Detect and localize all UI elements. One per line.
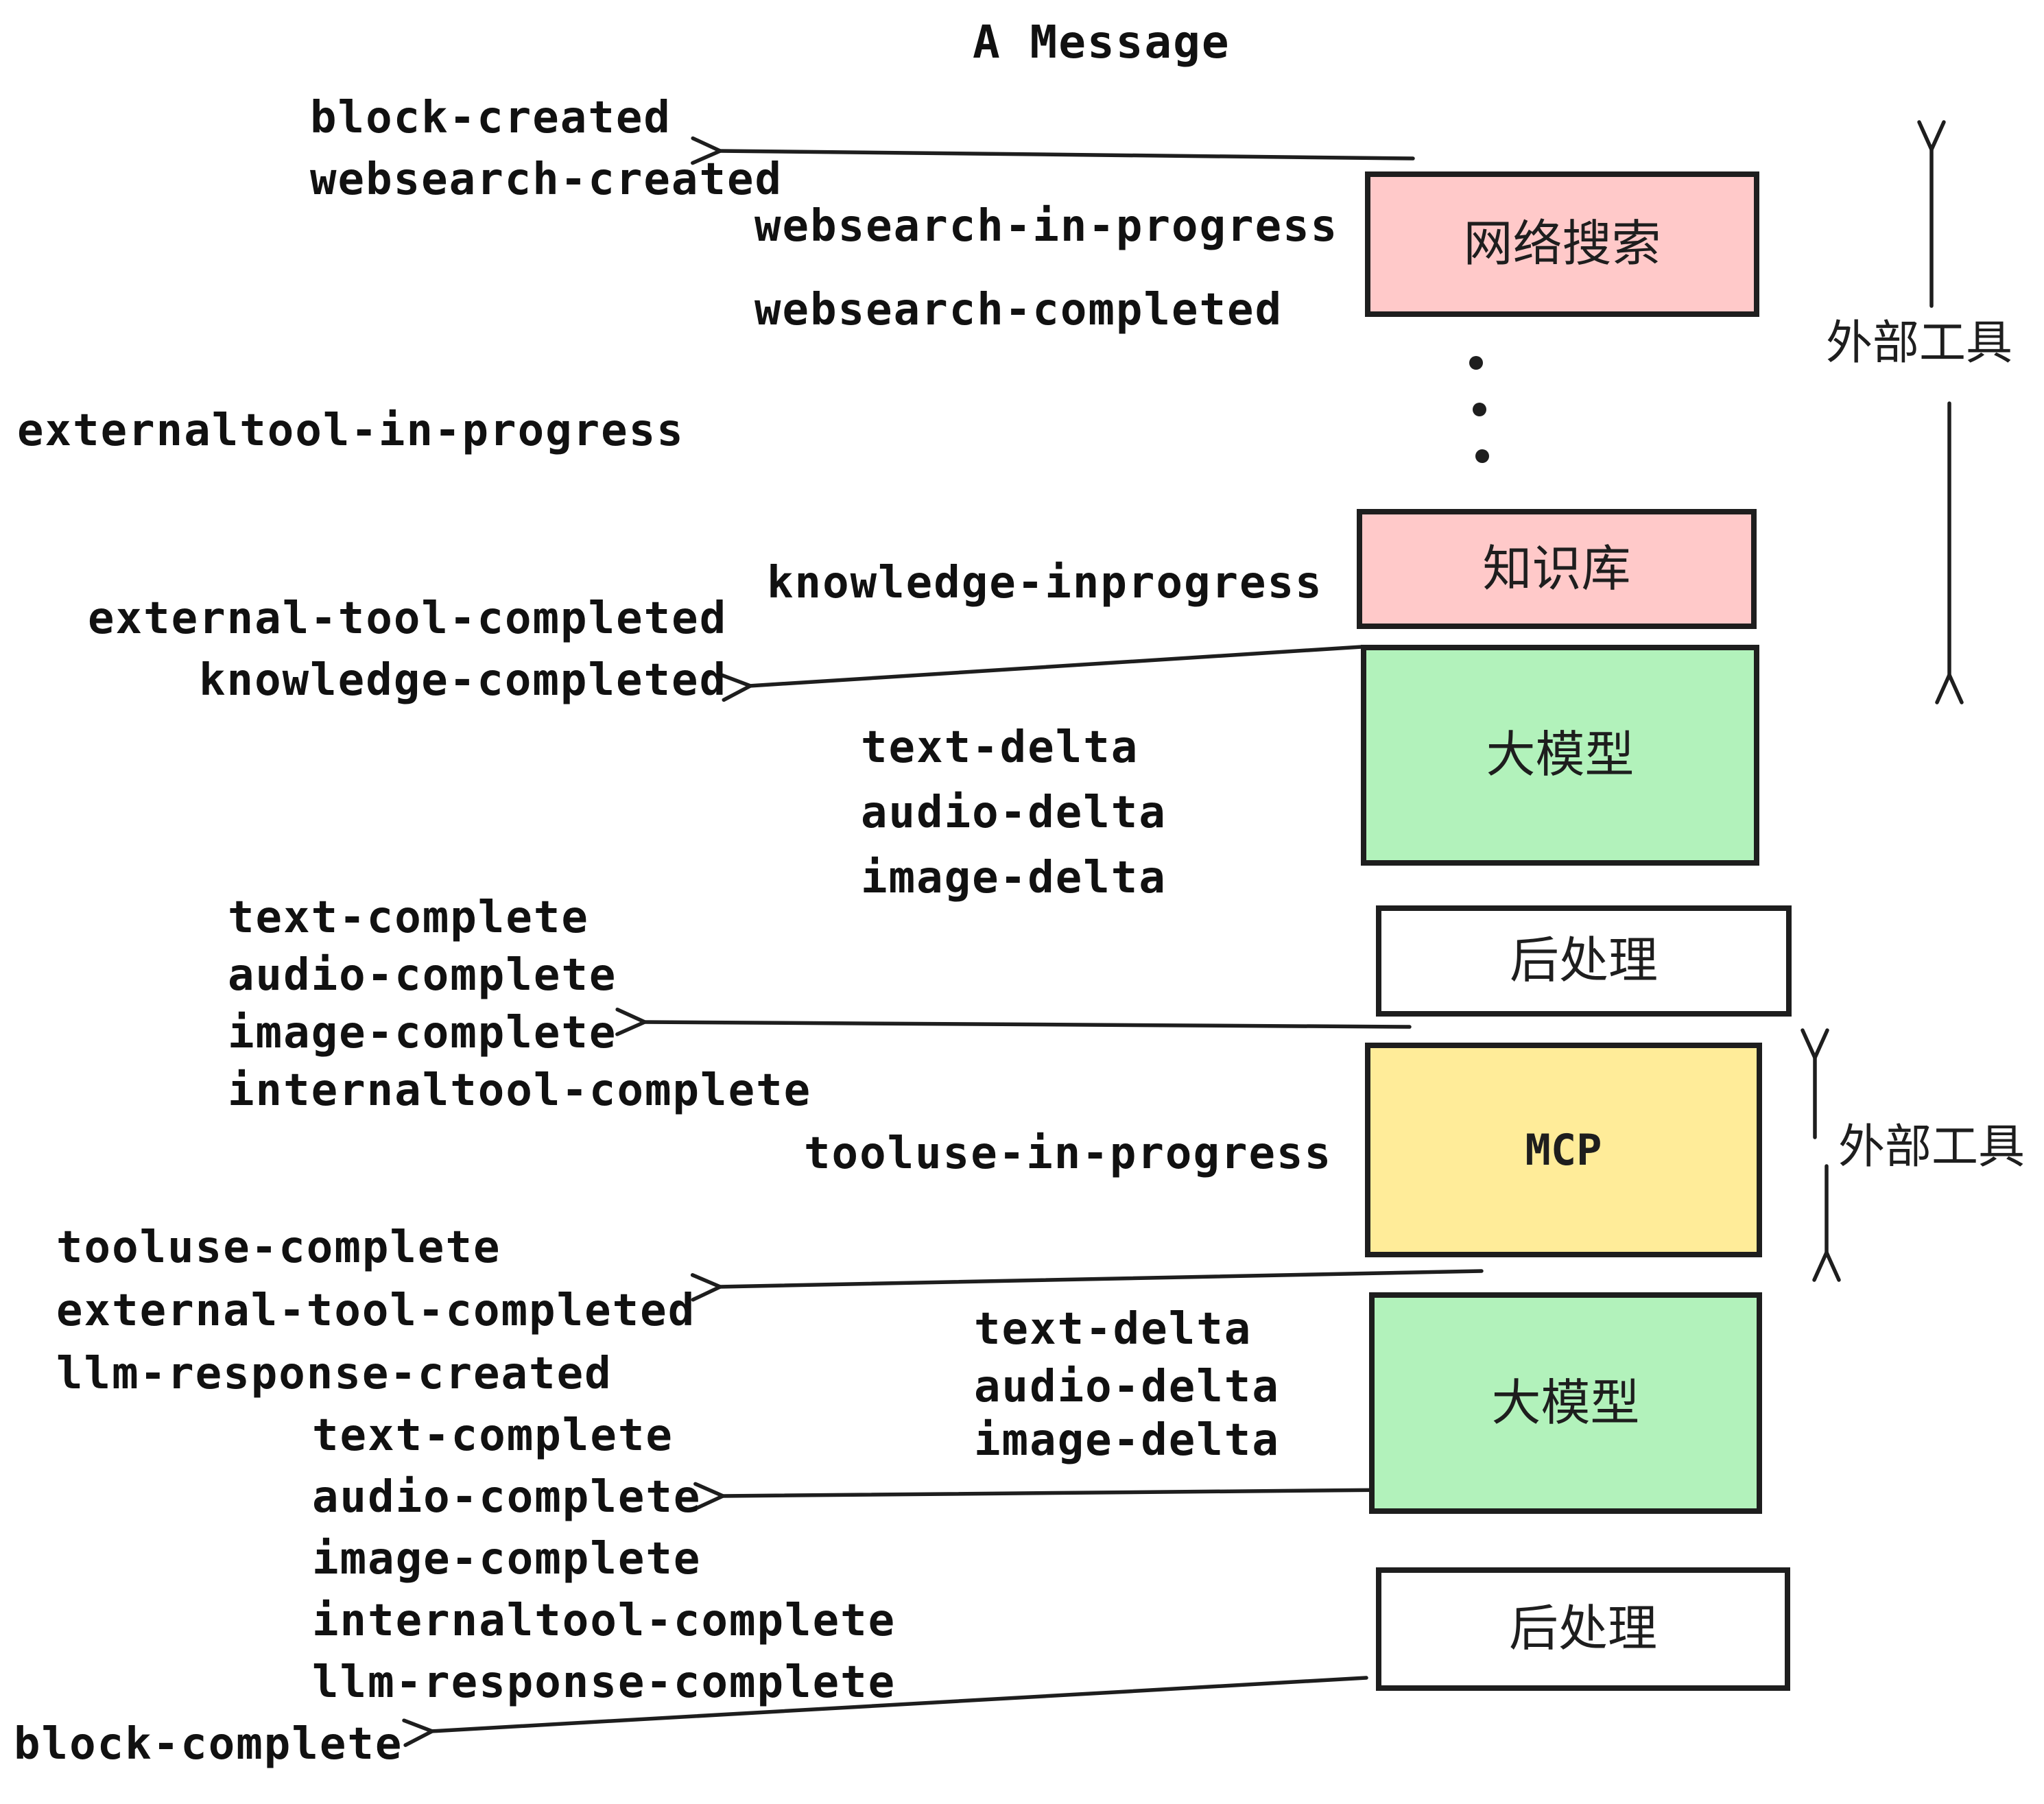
box-websearch-label: 网络搜索	[1463, 217, 1661, 272]
arrow-websearch-to-block-created	[691, 136, 1415, 165]
event-audio-delta-2: audio-delta	[974, 1362, 1280, 1412]
box-llm-2: 大模型	[1369, 1292, 1762, 1514]
event-knowledge-inprogress: knowledge-inprogress	[767, 558, 1323, 608]
arrow-mcp-to-image-complete	[615, 1008, 1412, 1036]
box-postprocess-2-label: 后处理	[1508, 1602, 1657, 1657]
event-audio-delta-1: audio-delta	[861, 787, 1167, 838]
box-websearch: 网络搜索	[1365, 171, 1759, 317]
event-image-delta-2: image-delta	[974, 1415, 1280, 1466]
event-websearch-completed: websearch-completed	[754, 285, 1283, 335]
event-external-tool-completed-1: external-tool-completed	[88, 593, 728, 644]
event-audio-complete-2: audio-complete	[312, 1472, 702, 1523]
page-title: A Message	[973, 16, 1231, 69]
event-internaltool-complete-1: internaltool-complete	[228, 1065, 812, 1116]
event-text-complete-1: text-complete	[228, 892, 589, 943]
event-externaltool-in-progress: externaltool-in-progress	[17, 405, 685, 456]
event-image-complete-1: image-complete	[228, 1008, 617, 1058]
event-image-complete-2: image-complete	[312, 1534, 702, 1585]
box-mcp-label: MCP	[1525, 1124, 1602, 1175]
arrow-llm1-to-knowledge-completed	[720, 645, 1364, 702]
box-llm-2-label: 大模型	[1491, 1375, 1640, 1431]
box-knowledge: 知识库	[1357, 509, 1757, 629]
label-external-tools-top: 外部工具	[1826, 317, 2013, 369]
event-text-delta-2: text-delta	[974, 1304, 1252, 1355]
event-websearch-in-progress: websearch-in-progress	[754, 201, 1339, 252]
box-postprocess-2: 后处理	[1376, 1567, 1790, 1691]
event-text-complete-2: text-complete	[312, 1410, 674, 1461]
event-block-created: block-created	[310, 93, 672, 143]
box-postprocess-1-label: 后处理	[1509, 934, 1658, 988]
event-knowledge-completed: knowledge-completed	[199, 655, 728, 706]
event-websearch-created: websearch-created	[310, 154, 783, 205]
box-mcp: MCP	[1365, 1043, 1762, 1257]
box-knowledge-label: 知识库	[1482, 541, 1631, 597]
event-llm-response-complete: llm-response-complete	[312, 1657, 896, 1708]
label-external-tools-mcp: 外部工具	[1838, 1121, 2025, 1173]
event-tooluse-in-progress: tooluse-in-progress	[804, 1128, 1333, 1179]
event-internaltool-complete-2: internaltool-complete	[312, 1595, 896, 1646]
box-llm-1-label: 大模型	[1486, 728, 1635, 783]
arrow-mcp-to-tooluse-complete	[690, 1269, 1484, 1302]
event-llm-response-created: llm-response-created	[56, 1349, 613, 1399]
event-audio-complete-1: audio-complete	[228, 950, 617, 1001]
box-llm-1: 大模型	[1361, 645, 1759, 866]
event-image-delta-1: image-delta	[861, 853, 1167, 903]
event-tooluse-complete: tooluse-complete	[56, 1222, 501, 1273]
event-external-tool-completed-2: external-tool-completed	[56, 1285, 696, 1336]
event-block-complete: block-complete	[14, 1719, 403, 1770]
box-postprocess-1: 后处理	[1376, 905, 1792, 1017]
vertical-ellipsis-icon	[1469, 356, 1489, 463]
arrow-llm2-to-audio-complete	[693, 1482, 1394, 1511]
event-text-delta-1: text-delta	[861, 722, 1139, 773]
